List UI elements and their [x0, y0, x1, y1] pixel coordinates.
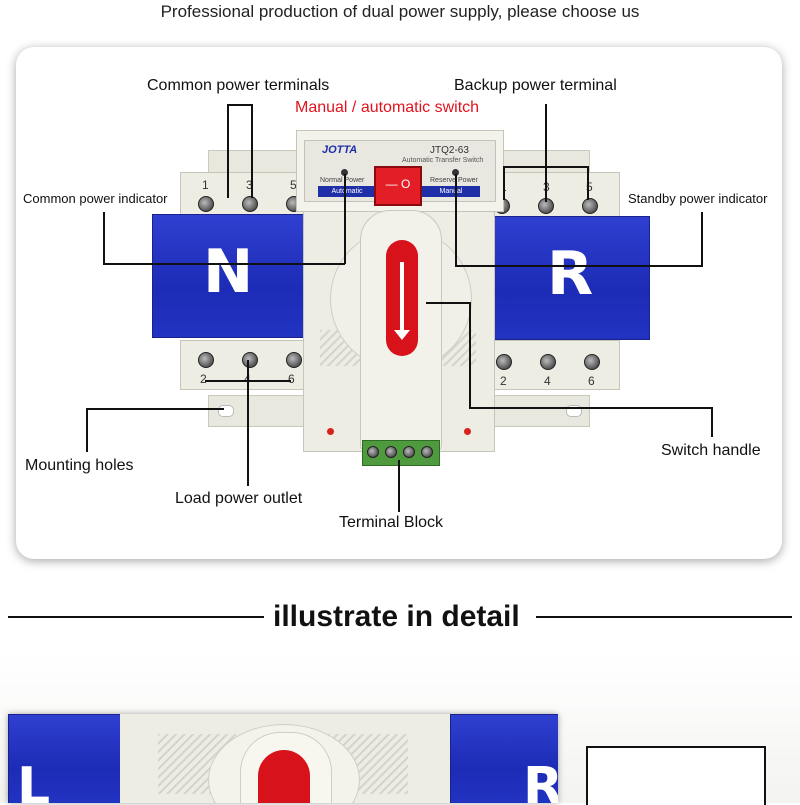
standby-power-indicator-label: Standby power indicator — [628, 191, 768, 206]
manual-auto-switch-label: Manual / automatic switch — [295, 99, 480, 116]
leader-line — [247, 360, 249, 486]
page-tagline: Professional production of dual power su… — [160, 2, 640, 21]
brand-logo: JOTTA — [322, 144, 358, 156]
screw — [242, 352, 258, 368]
detail-red-slot — [258, 750, 310, 803]
leader-line — [503, 166, 589, 168]
indicator-led — [327, 428, 334, 435]
leader-line — [455, 174, 457, 266]
terminal-block-label: Terminal Block — [339, 514, 444, 531]
terminal-number: 2 — [200, 372, 207, 386]
leader-line — [455, 265, 703, 267]
detail-callout-box — [586, 746, 766, 805]
leader-line — [469, 302, 471, 408]
terminal-number: 6 — [588, 374, 595, 388]
screw — [403, 446, 415, 458]
leader-line — [545, 104, 547, 202]
detail-r-letter: R — [523, 757, 558, 803]
mounting-holes-label: Mounting holes — [25, 457, 134, 474]
screw — [242, 196, 258, 212]
right-top-strip — [490, 172, 620, 218]
r-letter: R — [547, 239, 594, 309]
normal-power-label: Normal Power — [320, 177, 365, 184]
leader-line — [503, 166, 505, 200]
detail-l-letter: L — [17, 757, 51, 803]
terminal-number: 6 — [288, 372, 295, 386]
backup-power-terminal-label: Backup power terminal — [454, 77, 617, 94]
model-label: JTQ2-63 — [430, 145, 469, 156]
leader-line — [251, 104, 253, 198]
reserve-power-label: Reserve Power — [430, 177, 478, 184]
mounting-hole-left — [218, 405, 234, 417]
manual-auto-toggle[interactable]: — O — [374, 166, 422, 206]
detail-r-module: R — [450, 714, 558, 803]
leader-line — [227, 104, 229, 198]
terminal-number: 5 — [290, 178, 297, 192]
screw — [496, 354, 512, 370]
detail-photo: L R — [8, 714, 558, 803]
arrow-head-icon — [394, 330, 410, 340]
section-rule-left — [8, 616, 264, 618]
terminal-number: 4 — [544, 374, 551, 388]
automatic-label: Automatic — [318, 186, 376, 197]
terminal-number: 2 — [500, 374, 507, 388]
switch-handle-label: Switch handle — [661, 442, 761, 459]
screw — [198, 352, 214, 368]
leader-line — [227, 104, 252, 106]
section-rule-right — [536, 616, 792, 618]
standby-power-indicator-led — [452, 169, 459, 176]
leader-line — [86, 408, 88, 452]
model-subtitle: Automatic Transfer Switch — [402, 157, 484, 164]
common-power-terminals-label: Common power terminals — [147, 77, 330, 94]
n-letter: N — [203, 237, 254, 307]
terminal-block — [362, 440, 440, 466]
common-power-indicator-label: Common power indicator — [23, 191, 168, 206]
screw — [540, 354, 556, 370]
screw — [582, 198, 598, 214]
r-module: R — [494, 216, 650, 340]
leader-line — [426, 302, 470, 304]
leader-line — [469, 407, 713, 409]
leader-line — [587, 166, 589, 200]
screw — [367, 446, 379, 458]
n-module: N — [152, 214, 308, 338]
detail-l-module: L — [8, 714, 122, 803]
screw — [584, 354, 600, 370]
load-power-outlet-label: Load power outlet — [175, 490, 303, 507]
terminal-number: 1 — [202, 178, 209, 192]
terminal-number: 3 — [246, 178, 253, 192]
leader-line — [701, 212, 703, 266]
leader-line — [711, 407, 713, 437]
manual-label: Manual — [422, 186, 480, 197]
leader-line — [86, 408, 224, 410]
leader-line — [398, 460, 400, 512]
leader-line — [103, 212, 105, 264]
toggle-marks: — O — [385, 177, 411, 191]
indicator-led — [464, 428, 471, 435]
common-power-indicator-led — [341, 169, 348, 176]
leader-line — [103, 263, 345, 265]
section-title: illustrate in detail — [273, 600, 520, 633]
screw — [385, 446, 397, 458]
screw — [198, 196, 214, 212]
screw — [286, 352, 302, 368]
leader-line — [344, 174, 346, 264]
terminal-number: 5 — [586, 180, 593, 194]
arrow-icon — [400, 262, 404, 334]
screw — [421, 446, 433, 458]
